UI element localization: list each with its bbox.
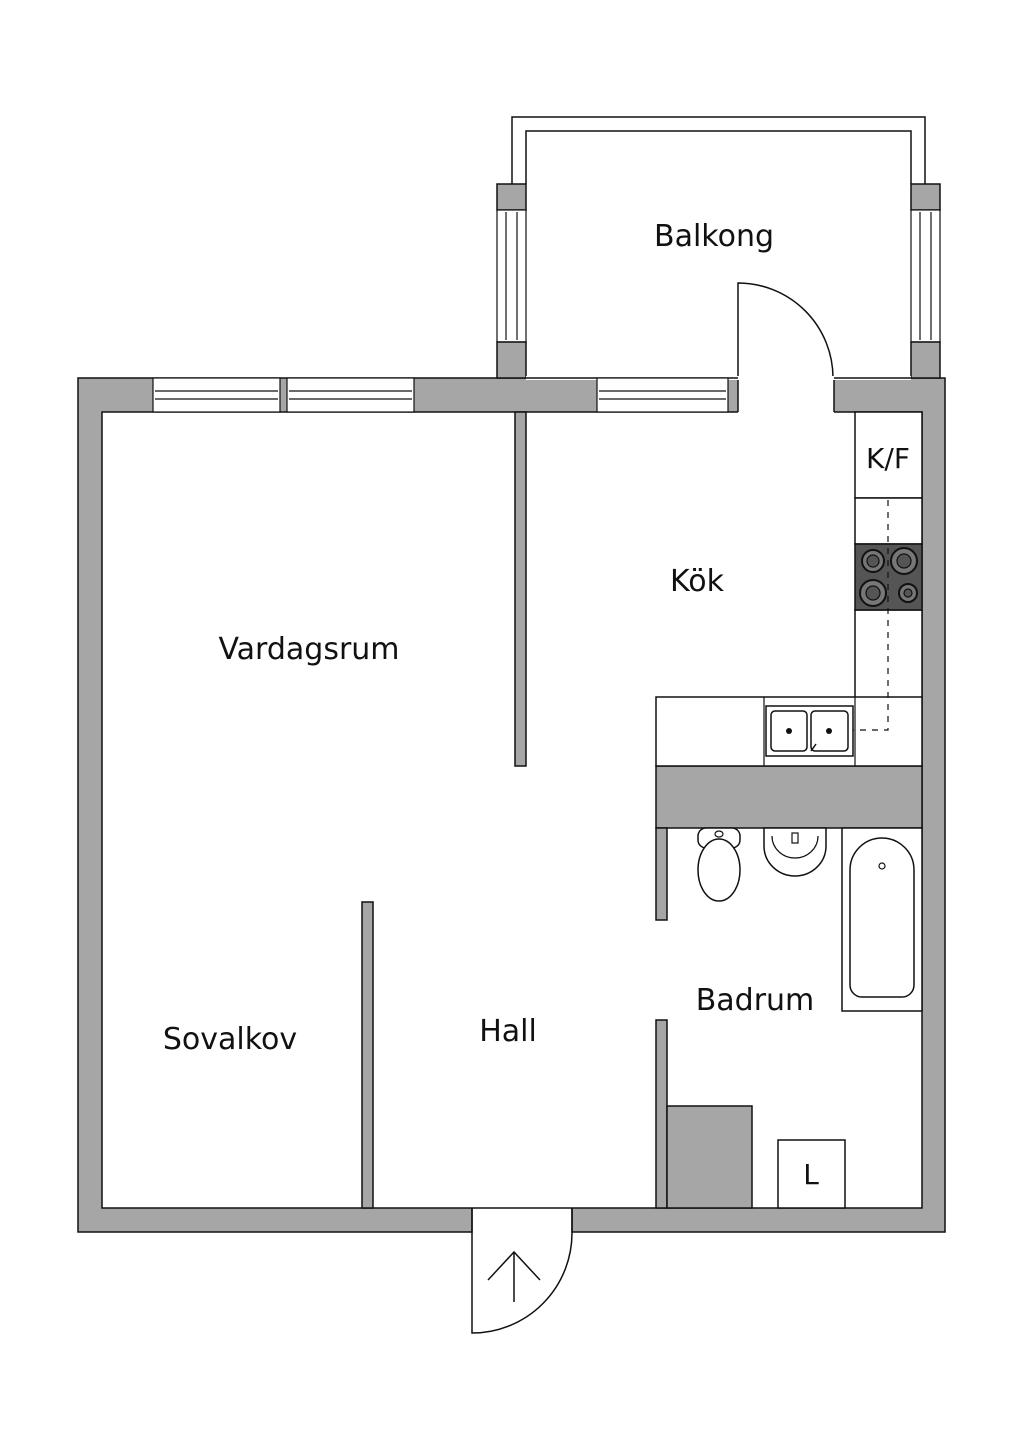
entrance-door-swing — [471, 1231, 573, 1334]
room-label-kok: Kök — [670, 564, 725, 599]
living-kitchen-partition — [514, 411, 527, 767]
kitchen-fixtures: K/F — [655, 411, 923, 767]
balcony-left-post-top — [496, 183, 527, 211]
kitchen-bath-wall — [655, 765, 923, 829]
balcony-right-post-bottom — [910, 341, 941, 379]
bath-shaft — [666, 1105, 753, 1209]
room-labels: Balkong Kök Vardagsrum Sovalkov Hall Bad… — [163, 219, 814, 1057]
bathtub-icon — [841, 827, 923, 1012]
washbasin-icon — [763, 827, 827, 877]
entrance-arrow-icon — [487, 1250, 541, 1302]
interior-walls — [361, 411, 923, 1209]
window-2 — [286, 377, 415, 413]
balcony-left-glazing — [496, 209, 527, 343]
laundry-machine: L — [777, 1139, 846, 1209]
laundry-label: L — [803, 1158, 819, 1191]
entrance-door — [471, 1208, 573, 1334]
bath-wall-lower — [655, 1019, 668, 1209]
toilet-icon — [697, 827, 741, 902]
upper-cabinet-line — [820, 500, 889, 731]
balcony-right-post-top — [910, 183, 941, 211]
balcony-door-opening — [738, 376, 834, 414]
room-label-vardagsrum: Vardagsrum — [218, 632, 399, 667]
balcony-right-glazing — [910, 209, 941, 343]
sink-icon — [765, 705, 854, 757]
room-label-sovalkov: Sovalkov — [163, 1022, 297, 1057]
balcony-door-swing — [737, 282, 834, 379]
windows — [152, 377, 729, 413]
alcove-partition — [361, 901, 374, 1209]
fridge-freezer — [854, 411, 923, 499]
balcony-railing-outer — [511, 116, 926, 184]
fridge-freezer-label: K/F — [866, 442, 910, 475]
balcony-left-post-bottom — [496, 341, 527, 379]
balcony-railing-inner — [525, 130, 912, 184]
balcony — [496, 116, 941, 414]
window-1 — [152, 377, 281, 413]
bath-wall-upper — [655, 827, 668, 921]
room-label-balkong: Balkong — [654, 219, 774, 254]
room-label-hall: Hall — [479, 1014, 537, 1049]
room-label-badrum: Badrum — [696, 983, 815, 1018]
bathroom-fixtures: L — [697, 827, 923, 1209]
window-3 — [596, 377, 729, 413]
